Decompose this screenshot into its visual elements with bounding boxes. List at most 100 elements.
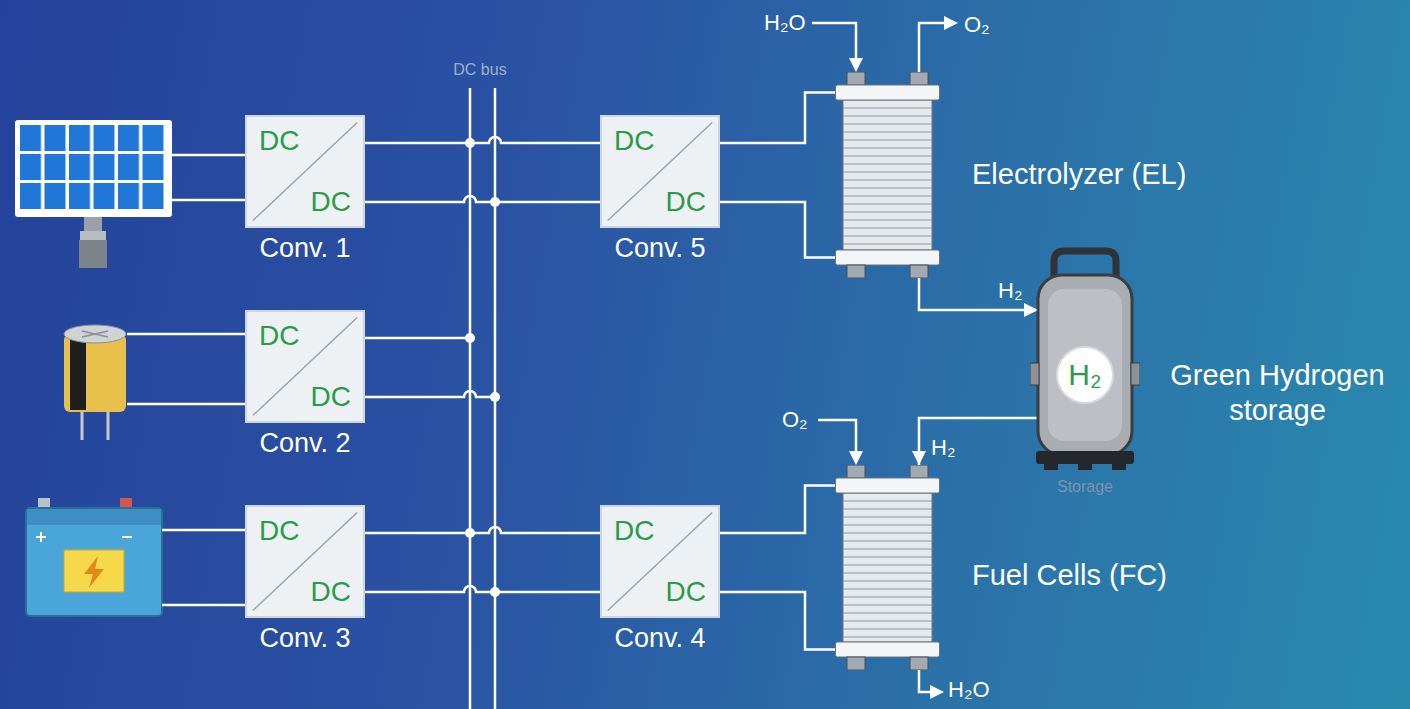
minus-sign bbox=[122, 536, 132, 538]
stack-shape-part bbox=[843, 596, 932, 597]
converter-name: Conv. 3 bbox=[259, 622, 350, 654]
converter-slash-part bbox=[253, 512, 357, 610]
wire bbox=[365, 586, 495, 592]
bus-rails-part bbox=[469, 88, 472, 709]
panel-frame bbox=[15, 120, 172, 217]
arrowhead bbox=[944, 16, 958, 30]
tank-caption: Storage bbox=[1030, 477, 1140, 497]
converter-input-label: DC bbox=[259, 127, 299, 155]
capacitor-icon bbox=[64, 325, 126, 440]
connector bbox=[470, 137, 600, 202]
converter-box: DCDCConv. 1 bbox=[245, 115, 365, 228]
stack-shape-part bbox=[843, 564, 932, 565]
converter-box: DCDCConv. 4 bbox=[600, 505, 720, 618]
wire bbox=[127, 334, 245, 404]
converter-name: Conv. 4 bbox=[614, 622, 705, 654]
battery-icon bbox=[26, 498, 162, 616]
wire bbox=[470, 137, 600, 143]
converter-output-label: DC bbox=[311, 383, 351, 411]
wire bbox=[919, 278, 1038, 310]
stack-shape-part bbox=[843, 636, 932, 637]
bus-rails bbox=[440, 60, 520, 709]
arrowhead bbox=[1024, 303, 1038, 317]
stack-shape-part bbox=[843, 556, 932, 557]
battery-label bbox=[64, 550, 124, 592]
bus-label: DC bus bbox=[440, 60, 520, 80]
tank-shape-part bbox=[1038, 275, 1132, 455]
connector bbox=[912, 418, 1038, 465]
converter-output-label: DC bbox=[666, 188, 706, 216]
stack-shape-part bbox=[843, 532, 932, 533]
converter-slash-part bbox=[253, 317, 357, 415]
stack-shape-part bbox=[910, 465, 928, 478]
converter-slash-part bbox=[608, 122, 712, 220]
tank-symbol: H₂ bbox=[1055, 357, 1115, 393]
wire bbox=[495, 591, 600, 594]
connector bbox=[919, 278, 1038, 317]
converter-input-label: DC bbox=[614, 127, 654, 155]
stack-shape-part bbox=[843, 500, 932, 501]
gas-label: O₂ bbox=[782, 407, 808, 433]
stack-shape-part bbox=[847, 265, 865, 278]
outlet-line bbox=[919, 23, 946, 72]
capacitor-vent bbox=[82, 331, 108, 337]
stack-label: Electrolyzer (EL) bbox=[972, 157, 1186, 192]
converter-input-label: DC bbox=[614, 517, 654, 545]
wire bbox=[470, 527, 600, 533]
arrowhead bbox=[930, 685, 944, 699]
stack-shape-part bbox=[843, 131, 932, 132]
capacitor-top bbox=[64, 325, 126, 343]
flow-label: H₂ bbox=[998, 278, 1022, 304]
cell-stack: Electrolyzer (EL) bbox=[835, 72, 1195, 278]
wire bbox=[365, 532, 470, 535]
connector bbox=[365, 528, 500, 597]
wire bbox=[720, 93, 835, 144]
stack-shape bbox=[835, 72, 940, 278]
gas-label: O₂ bbox=[964, 12, 990, 38]
stack-shape-part bbox=[843, 100, 932, 250]
tank-shape-part bbox=[1078, 463, 1092, 470]
stack-shape-part bbox=[843, 187, 932, 188]
wire bbox=[365, 391, 495, 397]
stack-shape-part bbox=[843, 243, 932, 244]
bolt-symbol bbox=[84, 556, 104, 588]
hydrogen-tank: H₂Green Hydrogen storageStorage bbox=[1030, 245, 1405, 510]
stack-shape-part bbox=[843, 155, 932, 156]
stack-shape bbox=[835, 465, 940, 670]
converter-box: DCDCConv. 2 bbox=[245, 310, 365, 423]
stack-shape-part bbox=[836, 250, 940, 265]
stack-shape-part bbox=[843, 203, 932, 204]
tank-shape-part bbox=[1112, 463, 1126, 470]
capacitor-body bbox=[64, 334, 126, 412]
stack-shape-part bbox=[843, 620, 932, 621]
stack-shape-part bbox=[843, 540, 932, 541]
stack-shape-part bbox=[843, 548, 932, 549]
stack-shape-part bbox=[843, 211, 932, 212]
stack-shape-part bbox=[843, 588, 932, 589]
arrowhead bbox=[849, 451, 863, 465]
gas-arrows bbox=[812, 23, 946, 692]
stack-shape-part bbox=[843, 219, 932, 220]
tank-shape bbox=[1030, 245, 1140, 470]
converter-name: Conv. 5 bbox=[614, 232, 705, 264]
stack-shape-part bbox=[836, 85, 940, 100]
converter-slash-part bbox=[608, 512, 712, 610]
connector bbox=[365, 333, 500, 402]
connector bbox=[470, 527, 600, 592]
stack-label: Fuel Cells (FC) bbox=[972, 558, 1167, 593]
wire bbox=[495, 201, 600, 204]
wire bbox=[365, 337, 470, 340]
cell-stack: Fuel Cells (FC) bbox=[835, 465, 1195, 670]
wire bbox=[365, 196, 495, 202]
dc-bus: DC bus bbox=[440, 60, 520, 709]
converter-input-label: DC bbox=[259, 322, 299, 350]
stack-shape-part bbox=[847, 72, 865, 85]
stack-shape-part bbox=[843, 612, 932, 613]
stack-shape-part bbox=[843, 171, 932, 172]
arrowhead bbox=[912, 451, 926, 465]
tank-shape-part bbox=[1030, 363, 1039, 385]
stack-shape-part bbox=[910, 72, 928, 85]
capacitor-lead bbox=[82, 410, 108, 440]
stack-shape-part bbox=[843, 516, 932, 517]
stack-shape-part bbox=[843, 139, 932, 140]
